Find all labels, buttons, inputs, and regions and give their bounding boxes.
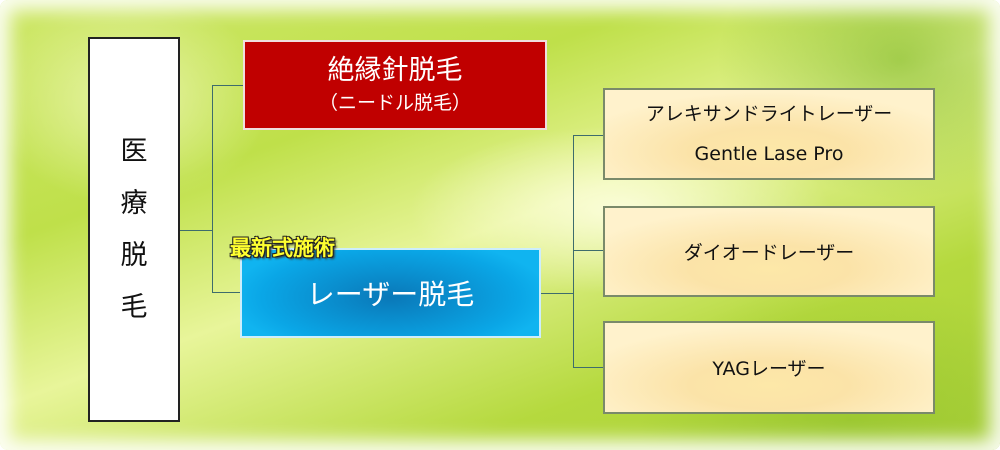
connector (573, 250, 603, 251)
leaf-title: アレキサンドライトレーザー (645, 103, 893, 125)
connector (573, 367, 603, 368)
connector (212, 292, 240, 293)
root-char: 療 (120, 187, 148, 219)
leaf-model: Gentle Lase Pro (694, 143, 844, 165)
latest-treatment-badge: 最新式施術 (230, 236, 335, 260)
connector (212, 85, 243, 86)
connector (573, 135, 603, 136)
leaf-diode-laser: ダイオードレーザー (603, 206, 935, 297)
node-subtitle: （ニードル脱毛） (318, 92, 471, 114)
connector (573, 135, 574, 368)
node-needle-epilation: 絶縁針脱毛 （ニードル脱毛） (243, 40, 547, 130)
root-char: 医 (120, 135, 148, 167)
root-node-medical-hair-removal: 医 療 脱 毛 (88, 37, 180, 422)
node-title: 絶縁針脱毛 (327, 55, 463, 86)
leaf-title: YAGレーザー (712, 358, 826, 380)
connector (541, 293, 573, 294)
leaf-alexandrite-laser: アレキサンドライトレーザー Gentle Lase Pro (603, 88, 935, 180)
leaf-yag-laser: YAGレーザー (603, 321, 935, 414)
root-char: 脱 (120, 239, 148, 271)
node-laser-hair-removal: レーザー脱毛 (240, 248, 541, 338)
leaf-title: ダイオードレーザー (683, 242, 855, 264)
connector (212, 85, 213, 293)
node-title: レーザー脱毛 (306, 278, 475, 311)
connector (180, 230, 212, 231)
root-char: 毛 (120, 291, 148, 323)
